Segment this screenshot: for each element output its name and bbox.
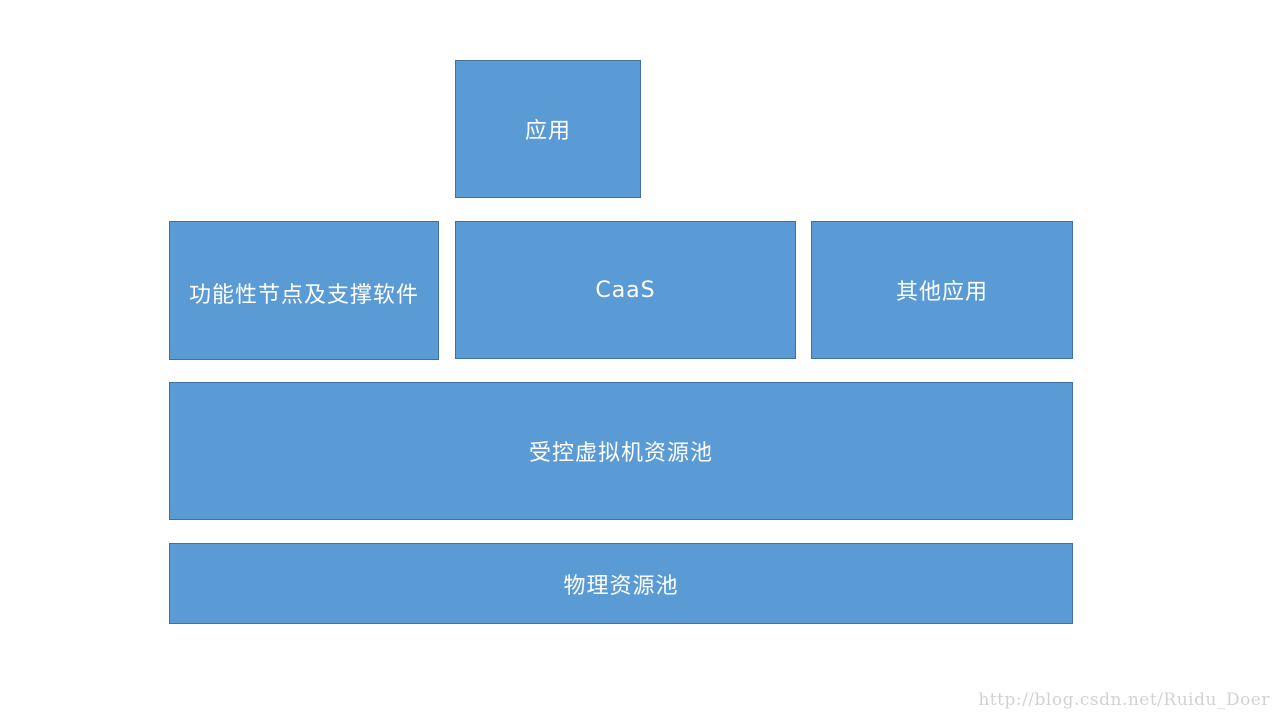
physical-pool-block: 物理资源池 [169,543,1073,624]
caas-label: CaaS [595,277,656,303]
functional-nodes-block: 功能性节点及支撑软件 [169,221,439,360]
other-apps-label: 其他应用 [895,280,988,305]
physical-pool-label: 物理资源池 [563,573,679,599]
watermark-text: http://blog.csdn.net/Ruidu_Doer [978,690,1270,710]
vm-pool-label: 受控虚拟机资源池 [528,441,713,466]
app-layer-label: 应用 [524,119,571,144]
other-apps-block: 其他应用 [811,221,1073,359]
vm-pool-block: 受控虚拟机资源池 [169,382,1073,520]
functional-nodes-label: 功能性节点及支撑软件 [188,282,419,308]
caas-block: CaaS [455,221,796,359]
app-layer-block: 应用 [455,60,641,198]
